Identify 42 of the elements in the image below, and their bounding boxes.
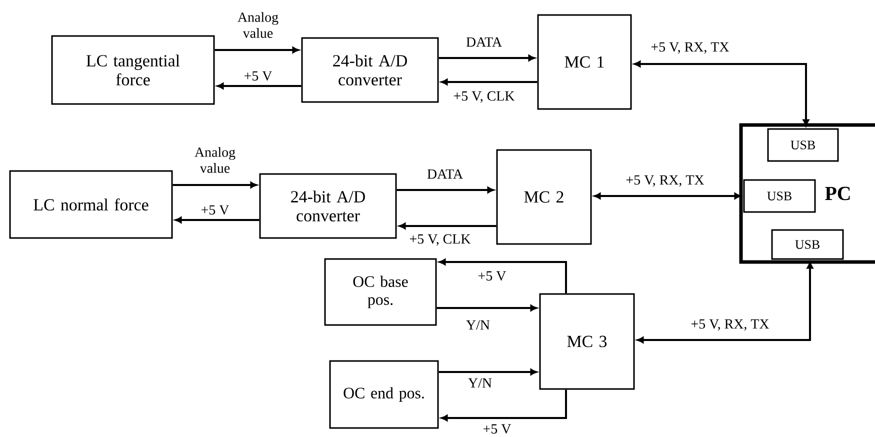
arrow <box>396 186 494 194</box>
arrow <box>436 304 537 312</box>
edge-label: DATA <box>464 36 504 48</box>
arrow <box>637 262 814 344</box>
block-box: MC 1 <box>537 14 632 110</box>
edge-label: DATA <box>426 168 464 180</box>
edge-label: +5 V, RX, TX <box>624 174 706 188</box>
block-box: MC 2 <box>496 149 592 245</box>
edge-label: +5 V, CLK <box>408 233 472 247</box>
port-box: USB <box>743 179 816 213</box>
arrow <box>438 368 537 376</box>
block-box: 24-bit A/D converter <box>259 173 397 239</box>
edge-label: +5 V, CLK <box>452 90 516 104</box>
arrow <box>439 258 567 294</box>
arrow <box>594 192 741 200</box>
edge-label: Y/N <box>465 319 492 331</box>
arrow <box>441 390 567 422</box>
block-box: OC end pos. <box>329 360 439 429</box>
arrow <box>634 60 810 126</box>
edge-label: +5 V, RX, TX <box>690 318 770 332</box>
arrow <box>441 78 538 86</box>
edge-label: Y/N <box>467 377 494 389</box>
edge-label: +5 V <box>200 204 230 216</box>
edge-label: +5 V <box>476 270 508 282</box>
port-box: USB <box>767 128 839 162</box>
block-box: MC 3 <box>539 293 635 390</box>
edge-label: +5 V <box>242 70 274 82</box>
arrow <box>438 54 535 62</box>
arrow <box>175 216 260 224</box>
edge-label: Analog value <box>232 11 284 39</box>
arrow <box>172 182 257 188</box>
arrow <box>217 82 302 90</box>
block-box: LC normal force <box>9 170 173 239</box>
block-box: 24-bit A/D converter <box>301 37 439 103</box>
edge-label: +5 V, RX, TX <box>650 41 730 55</box>
block-box: OC base pos. <box>324 258 437 326</box>
block-box: LC tangential force <box>51 35 215 105</box>
port-box: USB <box>771 229 844 260</box>
arrow <box>399 222 496 230</box>
arrow <box>214 46 299 54</box>
edge-label: Analog value <box>189 146 241 174</box>
edge-label: +5 V <box>482 423 512 435</box>
